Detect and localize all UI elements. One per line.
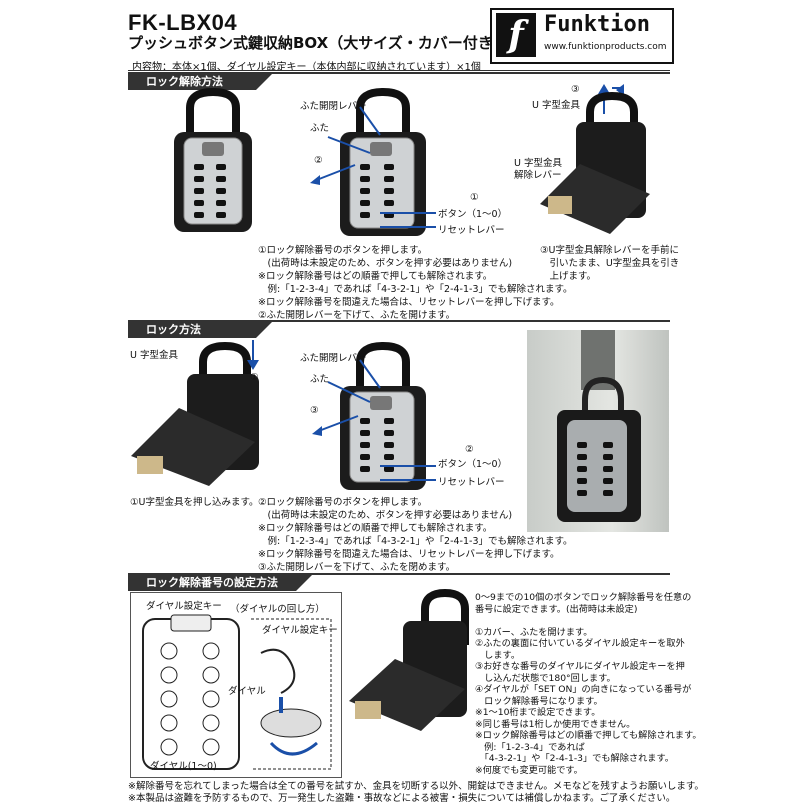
lock-label-button: ボタン（1〜0）	[438, 459, 508, 470]
dial-diagram-panel	[130, 592, 342, 778]
label-dial-key-2: ダイヤル設定キー	[262, 625, 338, 636]
logo-mark: f	[496, 13, 536, 57]
lockbox-lid-image	[340, 88, 426, 236]
label-button: ボタン（1〜0）	[438, 209, 508, 220]
footer-note-disclaimer: ※本製品は盗難を予防するもので、万一発生した盗難・事故などによる被害・損失につい…	[128, 793, 676, 804]
lockbox-push-shackle-image	[131, 340, 259, 486]
lock-instructions: ②ロック解除番号のボタンを押します。 (出荷時は未設定のため、ボタンを押す必要は…	[258, 497, 573, 573]
label-step-2: ②	[314, 155, 323, 166]
lock-heading: ロック方法	[128, 322, 272, 338]
lock-section-bar: ロック方法	[128, 320, 670, 340]
logo-name: Funktion	[544, 12, 650, 37]
unlock-section-bar: ロック解除方法	[128, 72, 670, 92]
product-code: FK-LBX04	[128, 10, 238, 35]
package-contents: 内容物：本体×1個、ダイヤル設定キー（本体内部に収納されています）×1個	[132, 62, 481, 73]
lockbox-closed-image	[174, 88, 252, 232]
unlock-instructions: ①ロック解除番号のボタンを押します。 (出荷時は未設定のため、ボタンを押す必要は…	[258, 245, 573, 321]
label-u-metal: U 字型金具	[532, 100, 580, 111]
header-divider	[128, 70, 670, 71]
setting-section-bar: ロック解除番号の設定方法	[128, 573, 670, 593]
label-reset-lever: リセットレバー	[438, 225, 505, 236]
label-lid: ふた	[310, 123, 330, 134]
unlock-arrows	[310, 106, 436, 228]
lock-label-lid: ふた	[310, 374, 330, 385]
label-step-3-unlock: ③	[571, 84, 580, 95]
setting-heading: ロック解除番号の設定方法	[128, 575, 312, 591]
label-dial-range: ダイヤル(1〜0)	[150, 761, 217, 772]
label-dial: ダイヤル	[228, 686, 266, 697]
label-dial-rotate: （ダイヤルの回し方）	[230, 604, 325, 615]
lid-back-diagram	[142, 614, 332, 770]
lock-label-step-3: ③	[310, 405, 319, 416]
lock-arrows	[312, 359, 436, 481]
lockbox-open-image	[540, 84, 650, 234]
unlock-heading: ロック解除方法	[128, 74, 272, 90]
label-step-1: ①	[470, 192, 479, 203]
setting-instructions: 0〜9までの10個のボタンでロック解除番号を任意の 番号に設定できます。(出荷時…	[475, 592, 702, 776]
lock-label-step-2: ②	[465, 444, 474, 455]
lock-label-lid-lever: ふた開閉レバー	[300, 353, 367, 364]
label-dial-key: ダイヤル設定キー	[146, 601, 222, 612]
footer-note-forgot: ※解除番号を忘れてしまった場合は全ての番号を試すか、金具を切断する以外、開錠はで…	[128, 781, 704, 792]
lock-label-u-metal: U 字型金具	[130, 350, 178, 361]
lock-label-step-1: ①	[250, 372, 259, 383]
lockbox-close-image	[340, 342, 426, 490]
label-lid-lever: ふた開閉レバー	[300, 101, 367, 112]
logo-url: www.funktionproducts.com	[544, 42, 667, 52]
installed-lockbox-photo	[527, 330, 669, 532]
unlock-step-3-text: ③U字型金具解除レバーを手前に 引いたまま、U字型金具を引き 上げます。	[540, 245, 680, 282]
label-u-release-lever: U 字型金具 解除レバー	[514, 158, 562, 181]
brand-logo: f Funktion www.funktionproducts.com	[490, 8, 674, 64]
lockbox-dial-setting-image	[349, 588, 469, 731]
product-subtitle: プッシュボタン式鍵収納BOX（大サイズ・カバー付き）	[128, 34, 508, 52]
lock-step-1-text: ①U字型金具を押し込みます。	[130, 497, 259, 508]
lock-label-reset-lever: リセットレバー	[438, 477, 505, 488]
